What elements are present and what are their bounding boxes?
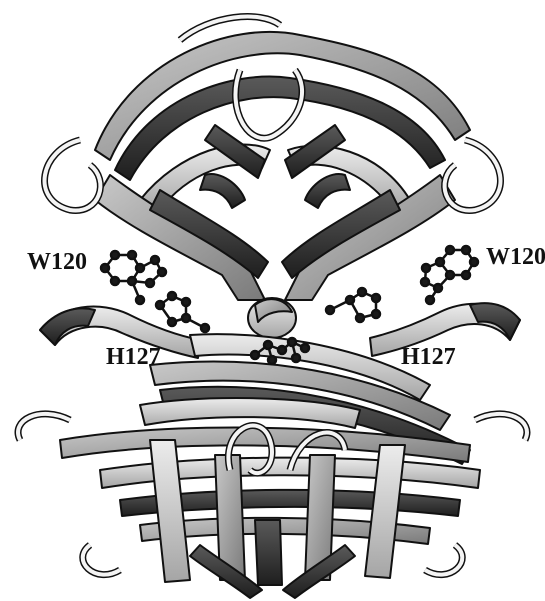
label-w120-right: W120 <box>486 245 545 269</box>
inner-arrow-left-2 <box>200 174 245 208</box>
h127-right-sidechain <box>326 288 380 322</box>
label-w120-left: W120 <box>27 250 87 274</box>
left-helix-dark <box>40 308 95 345</box>
h127-left-sidechain <box>156 292 209 332</box>
label-h127-right: H127 <box>401 345 456 369</box>
lower-loop-left-core <box>18 414 70 440</box>
lower-loop-right-core <box>475 414 527 440</box>
right-helix-dark <box>470 303 520 340</box>
label-h127-left: H127 <box>106 345 161 369</box>
inner-arrow-right-2 <box>305 174 350 208</box>
lower-vert-5 <box>255 520 282 585</box>
lower-domain <box>18 414 527 598</box>
w120-right-sidechain <box>421 246 478 304</box>
w120-left-sidechain <box>101 251 166 304</box>
